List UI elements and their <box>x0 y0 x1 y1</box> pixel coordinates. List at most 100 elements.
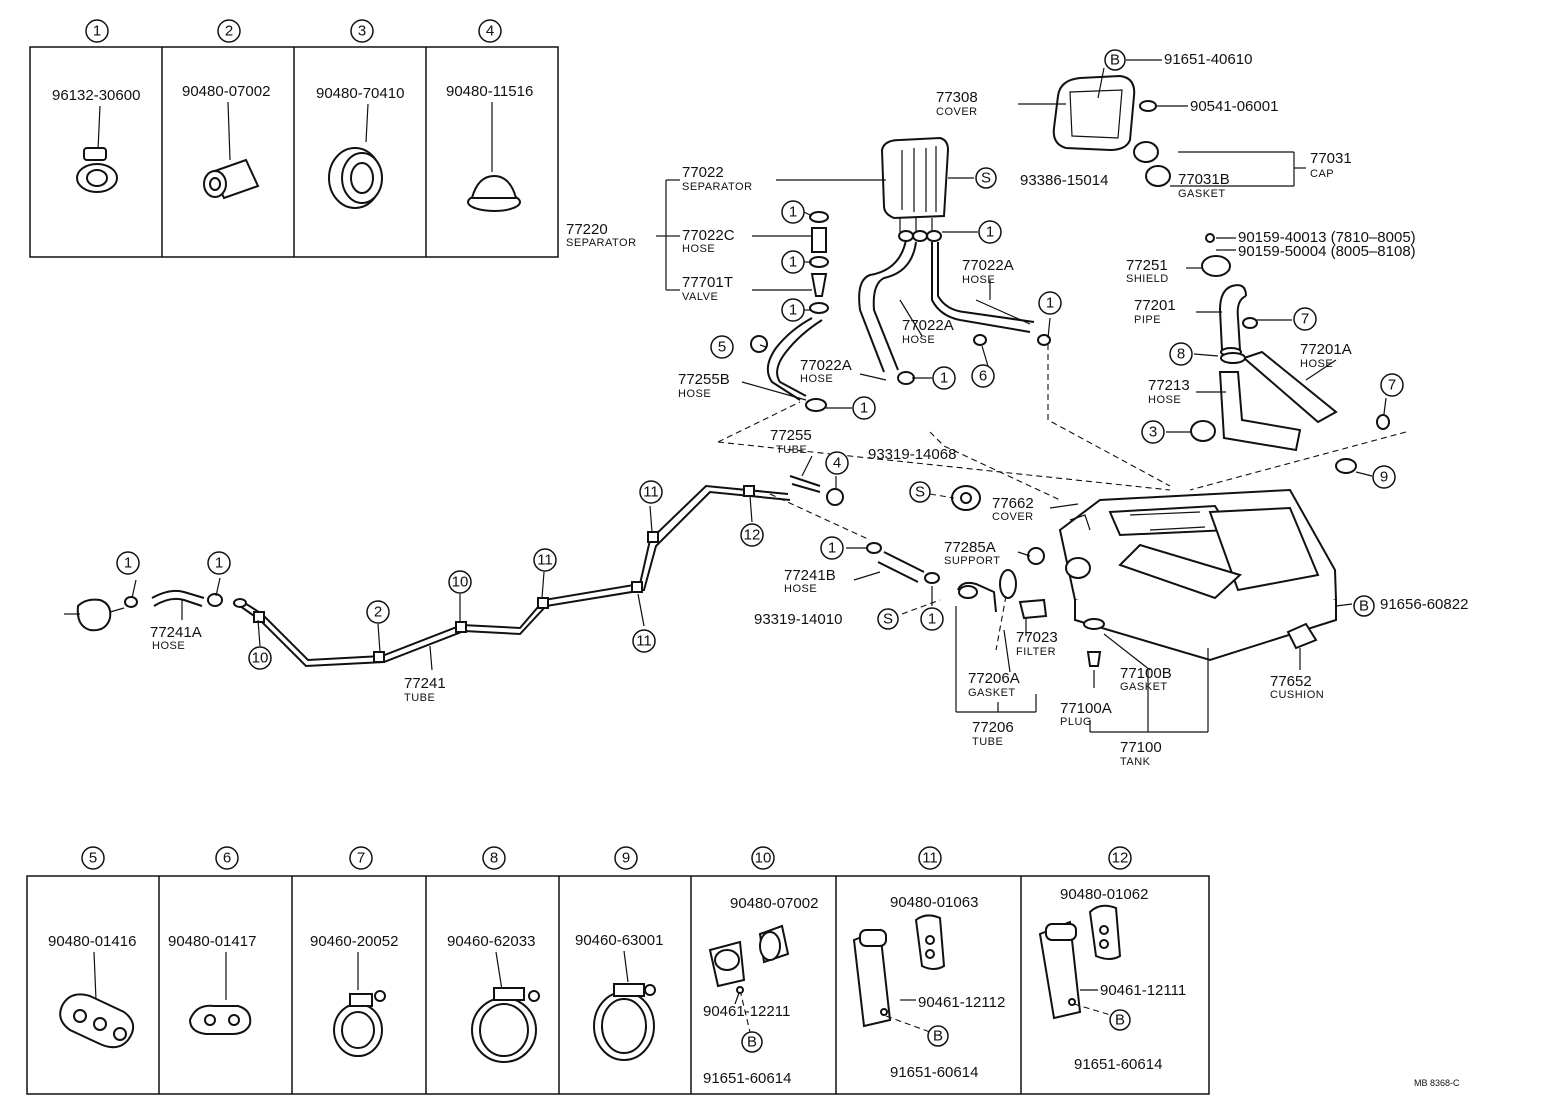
ref-10-a: 10 <box>448 570 472 594</box>
svg-text:1: 1 <box>928 611 936 628</box>
label-cap: CAP <box>1310 168 1334 180</box>
svg-text:7: 7 <box>1301 311 1309 328</box>
part-number-90480-01416: 90480-01416 <box>48 933 136 950</box>
label-hose-77022a-top: HOSE <box>962 274 995 286</box>
ref-9: 9 <box>1372 465 1396 489</box>
part-number-90461-12211: 90461-12211 <box>703 1003 790 1020</box>
svg-text:10: 10 <box>452 574 469 591</box>
part-number-90480-01062: 90480-01062 <box>1060 886 1148 903</box>
label-77206a: 77206A <box>968 670 1020 687</box>
ref-bubble-12: 12 <box>1108 846 1132 870</box>
svg-text:1: 1 <box>215 555 223 572</box>
svg-text:11: 11 <box>636 633 652 650</box>
part-number-90461-12111: 90461-12111 <box>1100 982 1186 999</box>
ref-7-b: 7 <box>1380 373 1404 397</box>
svg-text:1: 1 <box>1046 295 1054 312</box>
svg-text:4: 4 <box>833 455 841 472</box>
ref-11-c: 11 <box>632 629 656 653</box>
ref-1-j: 1 <box>116 551 140 575</box>
separator-drawing <box>880 136 950 242</box>
label-77241a: 77241A <box>150 624 202 641</box>
label-tank: TANK <box>1120 756 1151 768</box>
ref-3: 3 <box>1141 420 1165 444</box>
bracket-11-drawing <box>852 914 946 1033</box>
pump-tube-77206-drawing <box>951 485 1318 667</box>
label-pipe: PIPE <box>1134 314 1161 326</box>
vent-hoses-drawing <box>858 239 1051 385</box>
ring-grommet-drawing <box>328 103 383 209</box>
fuel-tube-77241-drawing <box>239 484 791 668</box>
svg-text:7: 7 <box>357 850 365 867</box>
svg-text:1: 1 <box>789 204 797 221</box>
label-77241b: 77241B <box>784 567 836 584</box>
svg-text:2: 2 <box>225 23 233 40</box>
label-hose-77201a: HOSE <box>1300 358 1333 370</box>
b-marker-box10: B <box>741 1031 763 1053</box>
diagram-code: MB 8368-C <box>1414 1078 1460 1088</box>
label-77201a: 77201A <box>1300 341 1352 358</box>
leader-lines <box>131 59 1387 733</box>
svg-text:4: 4 <box>486 23 494 40</box>
b-marker-box11: B <box>927 1025 949 1047</box>
svg-text:S: S <box>915 484 925 501</box>
svg-text:S: S <box>981 170 991 187</box>
label-tube-77206: TUBE <box>972 736 1003 748</box>
part-number-90480-01417: 90480-01417 <box>168 933 256 950</box>
label-77031b: 77031B <box>1178 171 1230 188</box>
label-77255: 77255 <box>770 427 812 444</box>
ref-2: 2 <box>366 600 390 624</box>
label-77251: 77251 <box>1126 257 1168 274</box>
label-gasket-77031b: GASKET <box>1178 188 1226 200</box>
part-number-91651-60614-b: 91651-60614 <box>890 1064 978 1081</box>
svg-text:9: 9 <box>622 850 630 867</box>
label-hose-77241b: HOSE <box>784 583 817 595</box>
tube-77255-drawing <box>789 475 940 584</box>
label-93319-14068: 93319-14068 <box>868 446 956 463</box>
svg-text:1: 1 <box>940 370 948 387</box>
label-77022a-low: 77022A <box>800 357 852 374</box>
svg-text:B: B <box>1359 598 1369 615</box>
part-number-90480-07002-b: 90480-07002 <box>730 895 818 912</box>
b-marker-tank: B <box>1353 595 1375 617</box>
label-77022c: 77022C <box>682 227 735 244</box>
label-77100b: 77100B <box>1120 665 1172 682</box>
svg-text:11: 11 <box>643 484 659 501</box>
ref-bubble-4: 4 <box>478 19 502 43</box>
svg-text:1: 1 <box>93 23 101 40</box>
label-77022a-top: 77022A <box>962 257 1014 274</box>
svg-text:6: 6 <box>223 850 231 867</box>
svg-text:B: B <box>1110 52 1120 69</box>
label-77201: 77201 <box>1134 297 1176 314</box>
label-77022a-mid: 77022A <box>902 317 954 334</box>
hose-77241a-drawing <box>64 589 247 632</box>
callout-labels: 91651-40610 77308 COVER 90541-06001 7703… <box>150 51 1468 1088</box>
grommet-drawing <box>203 101 260 200</box>
label-90159-50004: 90159-50004 (8005–8108) <box>1238 243 1416 260</box>
plug-drawing <box>467 102 521 212</box>
ref-bubble-2: 2 <box>217 19 241 43</box>
ref-4: 4 <box>825 451 849 475</box>
label-77285a: 77285A <box>944 539 996 556</box>
label-separator: SEPARATOR <box>682 181 753 193</box>
label-77022: 77022 <box>682 164 724 181</box>
ref-8: 8 <box>1169 342 1193 366</box>
label-77308: 77308 <box>936 89 978 106</box>
ref-bubble-1: 1 <box>85 19 109 43</box>
svg-text:1: 1 <box>124 555 132 572</box>
dashed-leaders <box>717 344 1407 651</box>
label-77206: 77206 <box>972 719 1014 736</box>
label-77662: 77662 <box>992 495 1034 512</box>
label-hose-77022c: HOSE <box>682 243 715 255</box>
bottom-parts-table: 5 6 7 8 9 10 11 12 90480-01416 90480-014… <box>26 846 1210 1095</box>
svg-text:7: 7 <box>1388 377 1396 394</box>
label-91651-40610: 91651-40610 <box>1164 51 1252 68</box>
clamp-5-drawing <box>59 951 135 1049</box>
ref-1-c: 1 <box>781 298 805 322</box>
part-number-90460-63001: 90460-63001 <box>575 932 663 949</box>
svg-text:B: B <box>933 1028 943 1045</box>
svg-text:12: 12 <box>744 527 761 544</box>
part-number-90480-07002: 90480-07002 <box>182 83 270 100</box>
label-cushion: CUSHION <box>1270 689 1324 701</box>
part-number-90461-12112: 90461-12112 <box>918 994 1005 1011</box>
ref-1-k: 1 <box>207 551 231 575</box>
